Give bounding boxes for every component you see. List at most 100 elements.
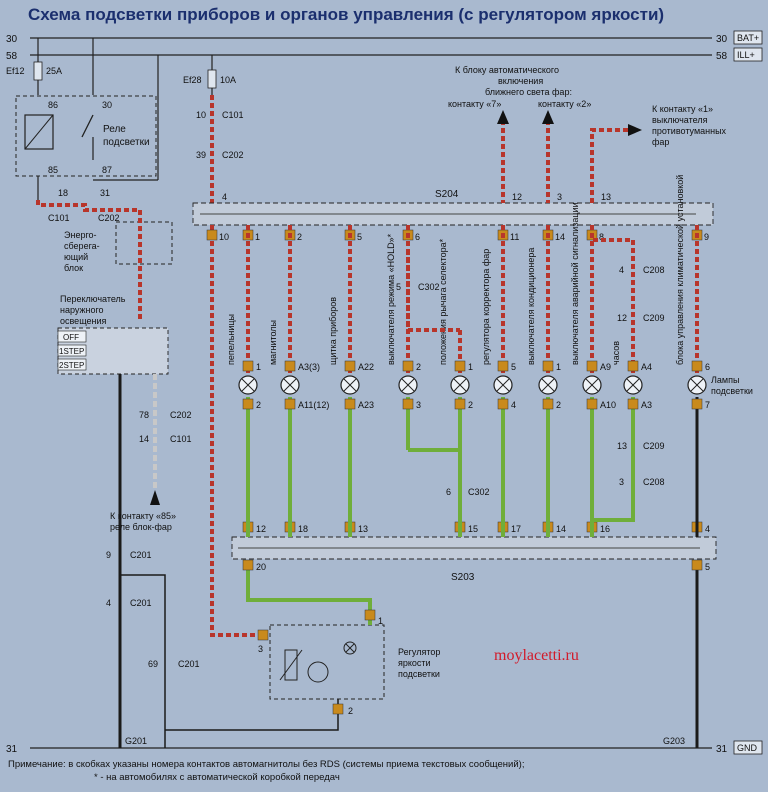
pin-label: 3 (619, 477, 624, 487)
connector-label: C201 (130, 550, 152, 560)
lamp-pin-bottom: 3 (416, 400, 421, 410)
pin-label: 4 (106, 598, 111, 608)
lamp-connector (542, 360, 554, 372)
pin-label: 6 (446, 487, 451, 497)
pin-label: 12 (512, 192, 522, 202)
rail-31-tag: GND (737, 743, 758, 753)
lamp-pin-bottom: 2 (556, 400, 561, 410)
pin-label: 18 (58, 188, 68, 198)
lamp-connector (586, 398, 598, 410)
auto-line1: К блоку автоматического (455, 65, 559, 75)
splice-s204-label: S204 (435, 189, 459, 200)
switch-off: OFF (63, 333, 79, 342)
splice-s203: S203 (231, 536, 717, 583)
energy-saving-block: Энерго- сберега- ющий блок (64, 221, 173, 273)
lamp-label: магнитолы (268, 320, 278, 365)
pin-label: 14 (139, 434, 149, 444)
rail-58-tag: ILL+ (737, 50, 755, 60)
arrow-auto-c2 (542, 110, 554, 203)
connector-label: C202 (170, 410, 192, 420)
lamp-pin-top: 2 (416, 362, 421, 372)
energy-block-line3: ющий (64, 252, 88, 262)
s203-pin: 14 (556, 524, 566, 534)
lamp-connector (242, 398, 254, 410)
lamp-connector (454, 360, 466, 372)
pin-label: 4 (619, 265, 624, 275)
lamp-connector (627, 360, 639, 372)
fuse-ef28: Ef28 10A (183, 55, 236, 95)
pin-label: 13 (617, 441, 627, 451)
wire-ground-branch (120, 574, 166, 748)
watermark: moylacetti.ru (494, 647, 579, 664)
connector-regulator-3 (257, 629, 269, 641)
lamp-connector (402, 360, 414, 372)
lamp-filament (453, 378, 467, 392)
switch-2step: 2STEP (59, 361, 84, 370)
rail-30-left-label: 30 (6, 34, 18, 45)
ground-g201: G201 (125, 736, 147, 746)
lamp-label: положения рычага селектора* (438, 238, 448, 365)
relay-label-1: Реле (103, 124, 126, 135)
fuse-ef28-label: Ef28 (183, 75, 202, 85)
s203-pin: 16 (600, 524, 610, 534)
s204-pin: 6 (415, 232, 420, 242)
lamp-filament (690, 378, 704, 392)
rail-30-right-label: 30 (716, 34, 728, 45)
lamp-filament (241, 378, 255, 392)
s204-pin: 10 (219, 232, 229, 242)
lamp-label: выключателя режима «HOLD»* (386, 233, 396, 365)
lamp-pin-bottom: A3 (641, 400, 652, 410)
wire-s204-regulator (210, 225, 262, 637)
lamp-pin-bottom: 2 (468, 400, 473, 410)
pin-label: 4 (222, 192, 227, 202)
connector-label: C209 (643, 441, 665, 451)
s203-pin: 13 (358, 524, 368, 534)
pin-label: 69 (148, 659, 158, 669)
lamp-filament (626, 378, 640, 392)
fuse-ef12-amp: 25A (46, 66, 62, 76)
auto-c2: контакту «2» (538, 99, 591, 109)
relay-pin-30: 30 (102, 100, 112, 110)
relay-pin-87: 87 (102, 165, 112, 175)
regulator-line1: Регулятор (398, 647, 440, 657)
s203-pin: 5 (705, 562, 710, 572)
fog-line4: фар (652, 137, 669, 147)
lamp-filament (541, 378, 555, 392)
connector-label: C101 (48, 213, 70, 223)
s204-pin: 9 (704, 232, 709, 242)
s203-pin: 17 (511, 524, 521, 534)
fog-line3: противотуманных (652, 126, 727, 136)
wire-relay-switch (36, 200, 142, 320)
lamp-filament (343, 378, 357, 392)
lamp-connector (497, 398, 509, 410)
connector-label: C202 (98, 213, 120, 223)
lamp-pin-top: 5 (511, 362, 516, 372)
pin-label: 1 (378, 616, 383, 626)
rail-31: 31 31 GND (6, 740, 763, 755)
lamp-pin-top: A4 (641, 362, 652, 372)
lamp-connector (344, 360, 356, 372)
lamps-caption-2: подсветки (711, 386, 753, 396)
lamp-connector (542, 398, 554, 410)
connector-label: C208 (643, 477, 665, 487)
pin-label: 12 (617, 313, 627, 323)
rail-31-right-label: 31 (716, 744, 728, 755)
pin-label: 78 (139, 410, 149, 420)
pin-label: 31 (100, 188, 110, 198)
note-line2: * - на автомобилях с автоматической коро… (94, 772, 340, 783)
connector-label: C209 (643, 313, 665, 323)
fuse-ef12: Ef12 25A (6, 38, 62, 95)
wire-regulator-ground (165, 699, 339, 731)
s203-pin: 20 (256, 562, 266, 572)
brightness-regulator: Регулятор яркости подсветки (269, 624, 440, 700)
lamp-connector (242, 360, 254, 372)
switch-line2: наружного (60, 305, 104, 315)
wire-clock-feed (590, 225, 633, 242)
lamp-connector (344, 398, 356, 410)
lamp-pin-top: 6 (705, 362, 710, 372)
regulator-line2: яркости (398, 658, 431, 668)
switch-1step: 1STEP (59, 347, 84, 356)
lamp-label: часов (611, 341, 621, 365)
note-line1: Примечание: в скобках указаны номера кон… (8, 759, 524, 770)
